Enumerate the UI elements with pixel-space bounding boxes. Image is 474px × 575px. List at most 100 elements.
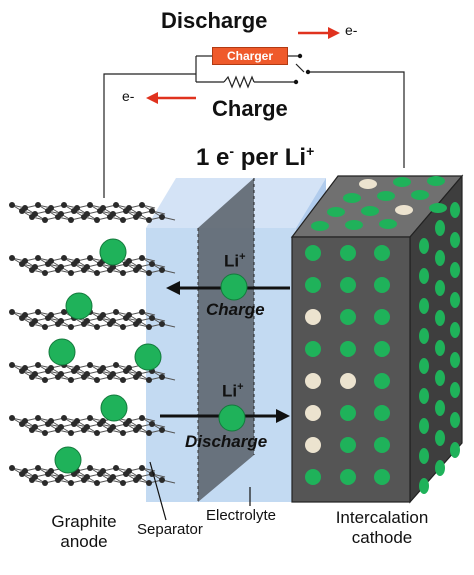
cathode-li-site — [374, 245, 390, 261]
cathode-li-site — [379, 219, 397, 229]
anode-li-ion — [134, 343, 162, 371]
graphite-layer — [9, 255, 176, 276]
cathode-li-site — [435, 310, 445, 326]
electron-arrow-discharge — [298, 27, 340, 39]
intercalation-cathode-label: Intercalation cathode — [322, 508, 442, 548]
cathode-li-site — [374, 341, 390, 357]
cathode-li-site — [374, 469, 390, 485]
migrating-li-ion-discharge — [218, 404, 246, 432]
cathode-li-site — [419, 328, 429, 344]
cathode-li-site — [435, 340, 445, 356]
cathode-li-site — [327, 207, 345, 217]
cathode-li-site — [411, 190, 429, 200]
cathode-li-site — [419, 388, 429, 404]
cathode-li-site — [450, 412, 460, 428]
li-ion-label-bottom: Li+ — [222, 381, 244, 402]
charge-flow-label: Charge — [206, 300, 265, 319]
switch-blade — [295, 63, 305, 73]
cathode-li-site — [450, 322, 460, 338]
li-top-sup: + — [239, 251, 246, 263]
cathode-label-line2: cathode — [351, 528, 413, 547]
cathode-li-site — [450, 202, 460, 218]
electrons-per-lithium-label: 1 e- per Li+ — [196, 143, 314, 172]
cathode-li-site — [374, 309, 390, 325]
cathode-vacancy-site — [359, 179, 377, 189]
switch-contacts — [293, 53, 311, 85]
cathode-vacancy-site — [305, 437, 321, 453]
per-li-tail: per Li — [234, 144, 307, 171]
anode-li-ion — [48, 338, 76, 366]
cathode-li-site — [419, 298, 429, 314]
intercalation-cathode-block — [290, 174, 464, 504]
cathode-li-site — [340, 437, 356, 453]
cathode-li-site — [374, 277, 390, 293]
cathode-label-line1: Intercalation — [335, 508, 429, 527]
external-circuit-wires — [103, 55, 405, 198]
anode-li-ion — [100, 394, 128, 422]
cathode-li-site — [345, 220, 363, 230]
cathode-front-face — [291, 236, 411, 503]
cathode-li-site — [340, 341, 356, 357]
cathode-li-site — [435, 370, 445, 386]
graphite-label-line1: Graphite — [51, 512, 117, 531]
cathode-li-site — [435, 250, 445, 266]
cathode-li-site — [419, 358, 429, 374]
cathode-li-site — [311, 221, 329, 231]
cathode-li-site — [435, 400, 445, 416]
cathode-vacancy-site — [305, 309, 321, 325]
separator-membrane — [197, 178, 255, 502]
cathode-li-site — [419, 448, 429, 464]
li-top-text: Li — [224, 251, 240, 271]
charger-box: Charger — [212, 47, 288, 65]
cathode-vacancy-site — [305, 405, 321, 421]
cathode-li-site — [435, 220, 445, 236]
cathode-vacancy-site — [305, 373, 321, 389]
cathode-li-site — [435, 460, 445, 476]
graphite-layer — [9, 309, 176, 330]
cathode-vacancy-site — [395, 205, 413, 215]
cathode-li-site — [427, 176, 445, 186]
cathode-li-site — [340, 309, 356, 325]
discharge-flow-label: Discharge — [185, 432, 268, 451]
cathode-sites — [305, 176, 460, 494]
migrating-li-ion-charge — [220, 273, 248, 301]
graphite-anode-label: Graphite anode — [39, 512, 129, 552]
cathode-li-site — [419, 478, 429, 494]
cathode-li-site — [374, 405, 390, 421]
discharge-title: Discharge — [161, 8, 268, 33]
li-bottom-text: Li — [222, 381, 238, 401]
graphite-layer — [9, 415, 176, 436]
cathode-li-site — [450, 442, 460, 458]
graphite-layer — [9, 465, 176, 486]
cathode-li-site — [305, 341, 321, 357]
cathode-li-site — [393, 177, 411, 187]
cathode-li-site — [340, 245, 356, 261]
cathode-li-site — [429, 203, 447, 213]
graphite-anode — [9, 202, 176, 486]
cathode-li-site — [435, 430, 445, 446]
cathode-li-site — [305, 245, 321, 261]
electrolyte-label: Electrolyte — [206, 507, 277, 524]
separator-label: Separator — [137, 521, 203, 538]
per-li-main: 1 e — [196, 144, 230, 171]
cathode-li-site — [340, 405, 356, 421]
cathode-li-site — [435, 280, 445, 296]
charge-title: Charge — [212, 96, 288, 121]
cathode-li-site — [419, 238, 429, 254]
anode-li-ion — [54, 446, 82, 474]
cathode-li-site — [343, 193, 361, 203]
li-ion-label-top: Li+ — [224, 251, 246, 272]
cathode-li-site — [374, 437, 390, 453]
electron-label-right: e- — [345, 22, 358, 38]
wire-right — [310, 71, 405, 168]
cathode-li-site — [450, 382, 460, 398]
electron-arrow-charge — [146, 92, 196, 104]
per-li-electron-sup: - — [229, 143, 235, 159]
anode-li-ion — [99, 238, 127, 266]
li-bottom-sup: + — [237, 381, 244, 393]
cathode-li-site — [450, 232, 460, 248]
anode-li-ion — [65, 292, 93, 320]
cathode-li-site — [450, 292, 460, 308]
cathode-li-site — [374, 373, 390, 389]
